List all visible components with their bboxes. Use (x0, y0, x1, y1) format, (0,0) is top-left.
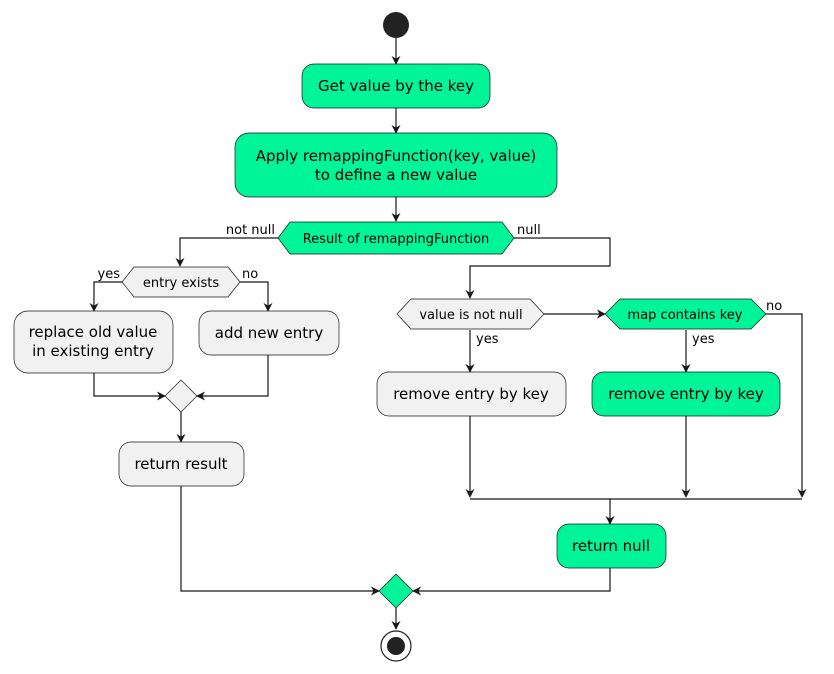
node-get-value: Get value by the key (301, 63, 491, 109)
edge-not-null (175, 237, 278, 267)
decision-value-not-null-text: value is not null (419, 308, 522, 323)
decision-entry-exists-text: entry exists (143, 276, 219, 291)
node-replace-old-value: replace old value in existing entry (13, 310, 174, 374)
label-map-no: no (766, 299, 782, 314)
label-entry-no: no (242, 267, 258, 282)
decision-map-contains-key: map contains key (604, 298, 767, 330)
node-remove-entry-left-text: remove entry by key (393, 385, 549, 403)
node-get-value-text: Get value by the key (318, 77, 474, 95)
edge-return-null-to-final (412, 568, 611, 596)
node-apply-line2: to define a new value (315, 166, 477, 184)
edge-add-to-merge (196, 355, 269, 401)
label-null: null (517, 223, 541, 238)
start-node (383, 12, 409, 38)
merge-diamond-left (164, 379, 198, 413)
node-remove-entry-left: remove entry by key (376, 371, 567, 417)
edge-map-no (766, 313, 807, 498)
node-return-null: return null (556, 523, 667, 569)
edge-entry-no (240, 281, 273, 312)
edge-return-result-to-final (180, 486, 380, 596)
node-add-new-entry: add new entry (198, 310, 340, 356)
decision-result-text: Result of remappingFunction (303, 232, 490, 247)
edge-entry-yes (89, 281, 122, 312)
node-remove-entry-right-text: remove entry by key (608, 385, 764, 403)
label-value-yes: yes (476, 332, 499, 347)
node-return-result: return result (118, 441, 245, 487)
node-replace-line2: in existing entry (32, 342, 154, 360)
node-add-entry-text: add new entry (215, 324, 324, 342)
node-return-null-text: return null (572, 537, 650, 555)
end-node (380, 630, 412, 662)
label-entry-yes: yes (98, 267, 121, 282)
decision-map-contains-key-text: map contains key (628, 308, 743, 323)
node-remove-entry-right: remove entry by key (591, 371, 781, 417)
edge-replace-to-merge (93, 373, 166, 401)
node-replace-line1: replace old value (29, 323, 158, 341)
decision-value-not-null: value is not null (396, 298, 545, 330)
edges (89, 38, 807, 630)
label-map-yes: yes (692, 332, 715, 347)
node-return-result-text: return result (134, 455, 227, 473)
label-not-null: not null (226, 223, 275, 238)
decision-result: Result of remappingFunction (277, 221, 515, 255)
merge-diamond-final (378, 573, 414, 609)
node-apply-line1: Apply remappingFunction(key, value) (256, 147, 537, 165)
edge-labels: not null null yes no yes yes no (98, 223, 783, 347)
decision-entry-exists: entry exists (121, 266, 241, 298)
edge-null (465, 237, 611, 299)
node-apply-remapping: Apply remappingFunction(key, value) to d… (234, 132, 558, 198)
